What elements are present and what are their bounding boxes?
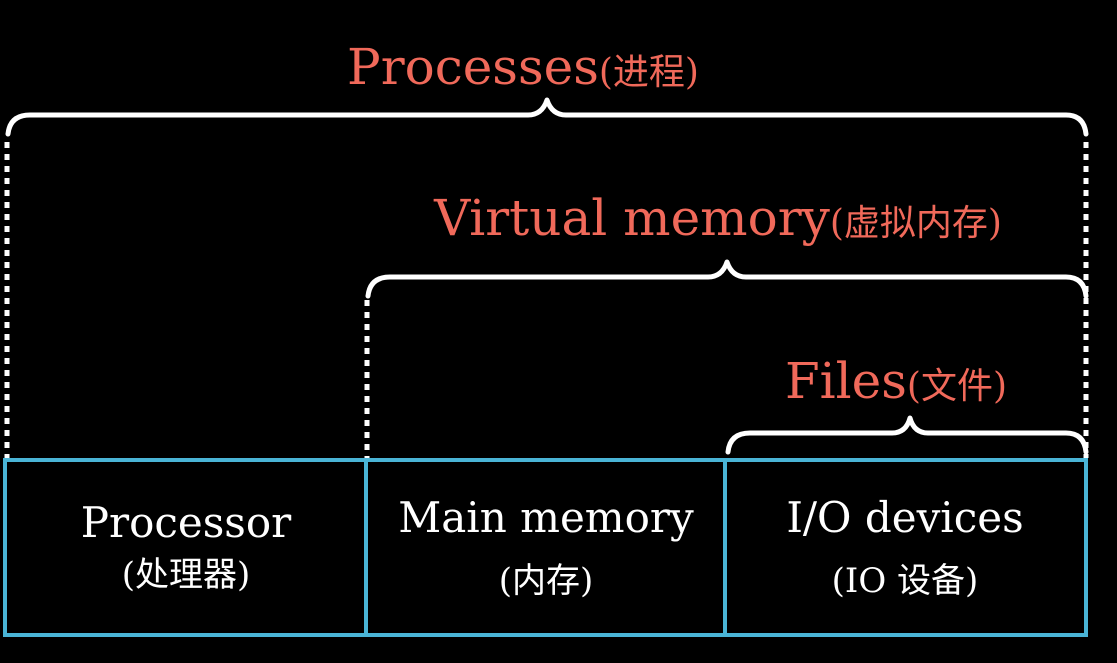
main-memory-label: Main memory <box>398 493 694 542</box>
main-memory-box <box>364 458 727 637</box>
component-processor: Processor (处理器) <box>3 458 368 637</box>
io-devices-label-zh: (IO 设备) <box>832 561 979 601</box>
virtual-memory-label-zh: (虚拟内存) <box>830 203 1002 244</box>
component-main-memory: Main memory (内存) <box>364 458 727 637</box>
virtual-memory-label: Virtual memory(虚拟内存) <box>433 189 1002 247</box>
processor-label: Processor <box>81 498 292 547</box>
processes-brace <box>5 97 1089 137</box>
files-label: Files(文件) <box>785 352 1007 410</box>
io-devices-box <box>723 458 1088 637</box>
files-label-zh: (文件) <box>907 366 1007 407</box>
main-memory-label-zh: (内存) <box>499 561 594 601</box>
processes-label-zh: (进程) <box>599 52 699 93</box>
component-io-devices: I/O devices (IO 设备) <box>723 458 1088 637</box>
files-brace <box>725 415 1089 455</box>
io-devices-label: I/O devices <box>786 493 1023 542</box>
processor-box <box>3 458 368 637</box>
processes-label-en: Processes <box>347 38 599 96</box>
processor-label-zh: (处理器) <box>122 555 251 595</box>
processes-label: Processes(进程) <box>347 38 699 96</box>
virtual-memory-brace <box>365 259 1089 299</box>
files-label-en: Files <box>785 352 907 410</box>
virtual-memory-label-en: Virtual memory <box>433 189 831 247</box>
